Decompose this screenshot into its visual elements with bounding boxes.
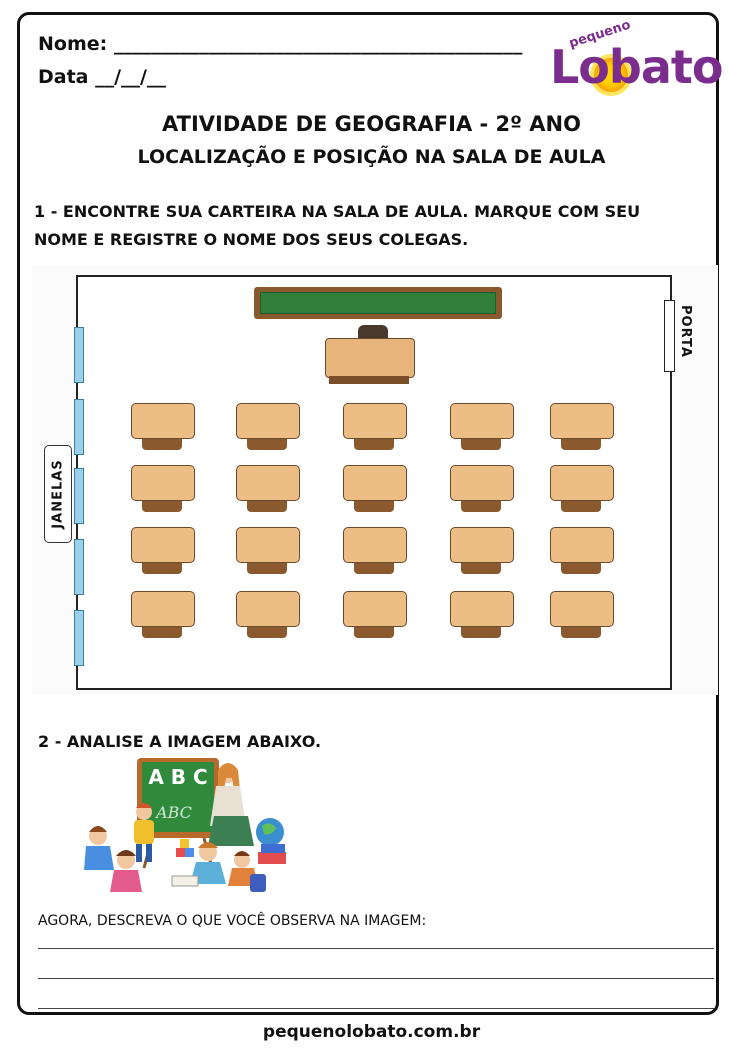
student-desk [550,465,614,501]
student-desk [450,465,514,501]
student-chair [561,563,601,574]
student-desk [343,591,407,627]
student-desk [550,591,614,627]
student-chair [461,501,501,512]
student-desk [236,465,300,501]
classroom-illustration: A B C ABC [84,758,286,892]
question-1-line-2: NOME E REGISTRE O NOME DOS SEUS COLEGAS. [34,230,469,249]
pequeno-lobato-logo: pequeno Lobato [550,18,723,102]
chalkboard [254,287,502,319]
student-desk [450,591,514,627]
student-chair [561,501,601,512]
student-chair [142,563,182,574]
describe-prompt: AGORA, DESCREVA O QUE VOCÊ OBSERVA NA IM… [38,913,427,929]
window [74,399,84,455]
student-desk [236,403,300,439]
student-desk [131,403,195,439]
page-title: ATIVIDADE DE GEOGRAFIA - 2º ANO [162,112,581,136]
student-chair [354,563,394,574]
student-desk [343,465,407,501]
student-chair [354,627,394,638]
windows-label: JANELAS [44,445,72,543]
student-desk [450,527,514,563]
teacher-desk [325,338,415,378]
student-chair [561,627,601,638]
door [664,300,675,372]
student-desk [550,403,614,439]
window [74,327,84,383]
board-script-text: ABC [154,803,192,822]
teacher-desk-base [329,376,409,384]
student-desk [450,403,514,439]
window [74,610,84,666]
student-desk [236,591,300,627]
student-desk [131,527,195,563]
student-chair [354,501,394,512]
board-text: A B C [148,765,207,789]
student-chair [247,563,287,574]
date-field-label: Data __/__/__ [38,66,166,88]
answer-line[interactable] [38,948,714,949]
question-2-text: 2 - ANALISE A IMAGEM ABAIXO. [38,732,322,751]
student-chair [461,627,501,638]
student-chair [247,501,287,512]
student-chair [561,439,601,450]
student-chair [142,501,182,512]
student-chair [354,439,394,450]
teacher-chair [358,325,388,339]
student-desk [131,465,195,501]
student-chair [247,627,287,638]
student-chair [461,563,501,574]
footer-url[interactable]: pequenolobato.com.br [262,1022,481,1042]
student-desk [131,591,195,627]
student-chair [461,439,501,450]
sun-icon [594,58,628,92]
answer-line[interactable] [38,978,714,979]
student-chair [247,439,287,450]
logo-main-text: Lobato [550,40,723,94]
page-subtitle: LOCALIZAÇÃO E POSIÇÃO NA SALA DE AULA [137,146,606,168]
window [74,539,84,595]
window [74,468,84,524]
question-1-line-1: 1 - ENCONTRE SUA CARTEIRA NA SALA DE AUL… [34,202,641,221]
student-desk [343,403,407,439]
classroom-map: JANELAS PORTA [32,265,718,695]
student-chair [142,627,182,638]
student-desk [343,527,407,563]
student-desk [236,527,300,563]
student-desk [550,527,614,563]
name-field-label: Nome: __________________________________… [38,33,523,55]
student-chair [142,439,182,450]
answer-line[interactable] [38,1008,714,1009]
